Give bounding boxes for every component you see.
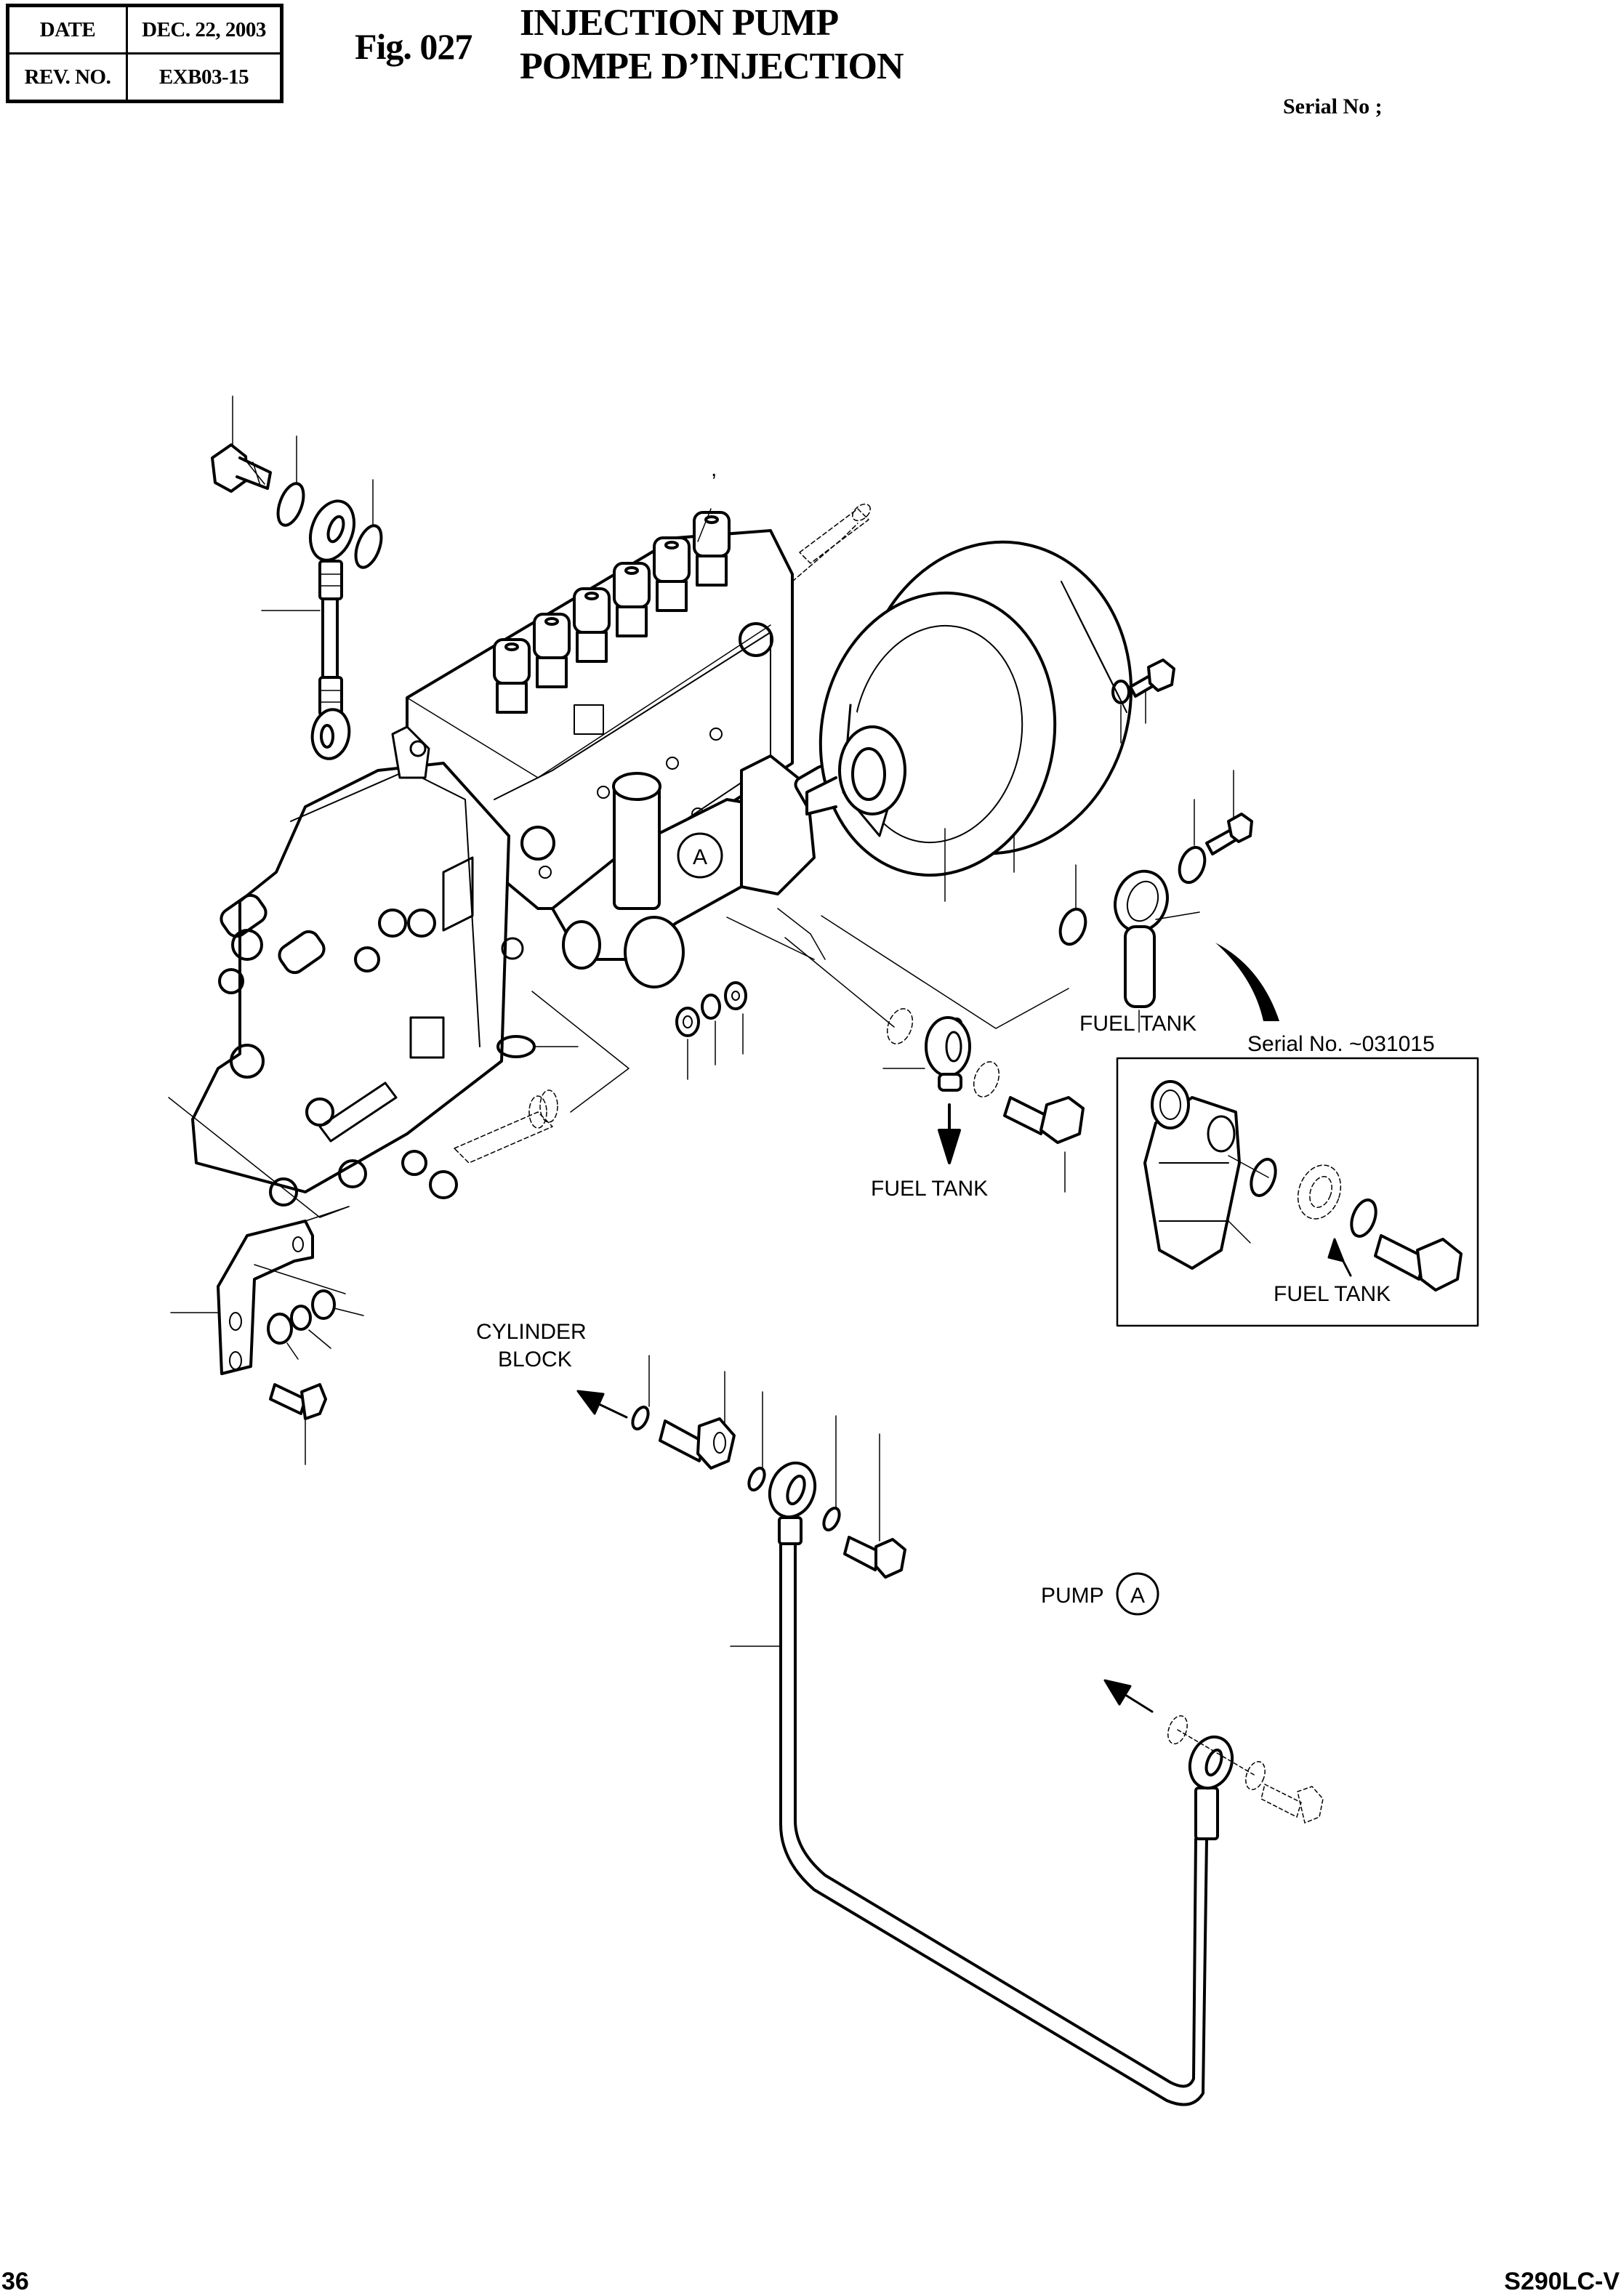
inset-box xyxy=(1116,1057,1479,1327)
arrow-to-pump xyxy=(1103,1679,1154,1713)
fuel-tank-label-middle: FUEL TANK xyxy=(871,1177,988,1201)
date-row: DATE DEC. 22, 2003 xyxy=(7,4,283,55)
arrow-to-fuel-tank-inset xyxy=(1327,1238,1352,1277)
model-code: S290LC-V xyxy=(1504,2268,1620,2295)
dashed-mounting-bolt xyxy=(454,1089,558,1164)
leader-line xyxy=(1155,911,1200,920)
adapter-fitting xyxy=(659,1417,736,1470)
o-ring xyxy=(747,1467,766,1491)
delivery-valve-holders xyxy=(493,511,731,714)
page-title-french: POMPE D’INJECTION xyxy=(520,46,904,87)
o-ring xyxy=(354,524,383,569)
page-title-english: INJECTION PUMP xyxy=(520,2,839,44)
pump-bracket xyxy=(217,1220,314,1375)
banjo-bolt-middle xyxy=(1003,1096,1085,1144)
revision-row: REV. NO. EXB03-15 xyxy=(7,52,283,102)
page-number: 36 xyxy=(1,2268,29,2295)
cylinder-block-label-line1: CYLINDER xyxy=(476,1320,587,1344)
arrow-to-cylinder-block xyxy=(576,1390,628,1419)
revision-label: REV. NO. xyxy=(7,52,128,102)
callout-a-pump: A xyxy=(677,832,723,879)
cylinder-block-label-line2: BLOCK xyxy=(498,1348,572,1371)
dashed-bolt-upper xyxy=(792,503,871,582)
callout-a-ref: A xyxy=(1116,1572,1159,1616)
banjo-bolt-right xyxy=(1205,813,1253,855)
gear-bolt xyxy=(1129,658,1175,698)
dashed-banjo-inset xyxy=(1297,1164,1342,1220)
o-ring xyxy=(1058,907,1087,946)
leader-line xyxy=(697,508,712,542)
banjo-bolt-lower xyxy=(843,1536,906,1579)
nut-washer-set xyxy=(675,981,747,1037)
pump-ref-label: PUMP xyxy=(1041,1584,1104,1608)
o-ring xyxy=(631,1406,650,1430)
dashed-fittings-lower xyxy=(1167,1715,1324,1824)
banjo-fitting-middle xyxy=(925,1016,971,1092)
return-pipe xyxy=(768,1461,1234,2106)
o-ring xyxy=(1250,1158,1277,1197)
revision-value: EXB03-15 xyxy=(126,52,283,102)
svg-text:A: A xyxy=(1130,1584,1145,1608)
bracket-bolt xyxy=(269,1383,327,1420)
bracket-nut-washers xyxy=(267,1289,336,1345)
bracket-outline-line xyxy=(254,1206,350,1294)
arrow-down-fuel-tank xyxy=(938,1103,961,1164)
leader-line xyxy=(1228,1220,1251,1244)
injection-pump-body xyxy=(191,529,842,1207)
stray-mark: , xyxy=(711,457,717,481)
curved-arrow xyxy=(1215,943,1279,1021)
revision-info-table: DATE DEC. 22, 2003 REV. NO. EXB03-15 xyxy=(6,4,283,103)
date-label: DATE xyxy=(7,4,128,55)
o-ring xyxy=(822,1507,841,1531)
svg-text:A: A xyxy=(693,845,707,869)
leader-line xyxy=(286,1342,299,1360)
washer xyxy=(1111,680,1130,704)
o-ring xyxy=(1350,1199,1377,1238)
o-ring xyxy=(276,482,305,527)
leader-line xyxy=(1228,1155,1269,1178)
banjo-bolt-upper xyxy=(211,443,272,493)
oil-pipe-upper xyxy=(309,499,355,760)
fuel-tank-label-upper: FUEL TANK xyxy=(1079,1012,1196,1036)
o-ring xyxy=(1178,845,1207,885)
banjo-bolt-inset xyxy=(1374,1234,1463,1292)
inset-serial-label: Serial No. ~031015 xyxy=(1247,1032,1435,1056)
leader-line xyxy=(308,1329,331,1349)
serial-number-label: Serial No ; xyxy=(1283,94,1383,118)
date-value: DEC. 22, 2003 xyxy=(126,4,283,55)
leader-line xyxy=(784,937,895,1028)
timer-drive-gear xyxy=(805,540,1133,877)
banjo-fitting-right xyxy=(1114,869,1169,1008)
leader-line xyxy=(334,1308,364,1316)
fuel-tank-label-inset: FUEL TANK xyxy=(1274,1282,1391,1306)
fuel-filter-inset xyxy=(1143,1080,1241,1270)
figure-number: Fig. 027 xyxy=(355,26,472,67)
